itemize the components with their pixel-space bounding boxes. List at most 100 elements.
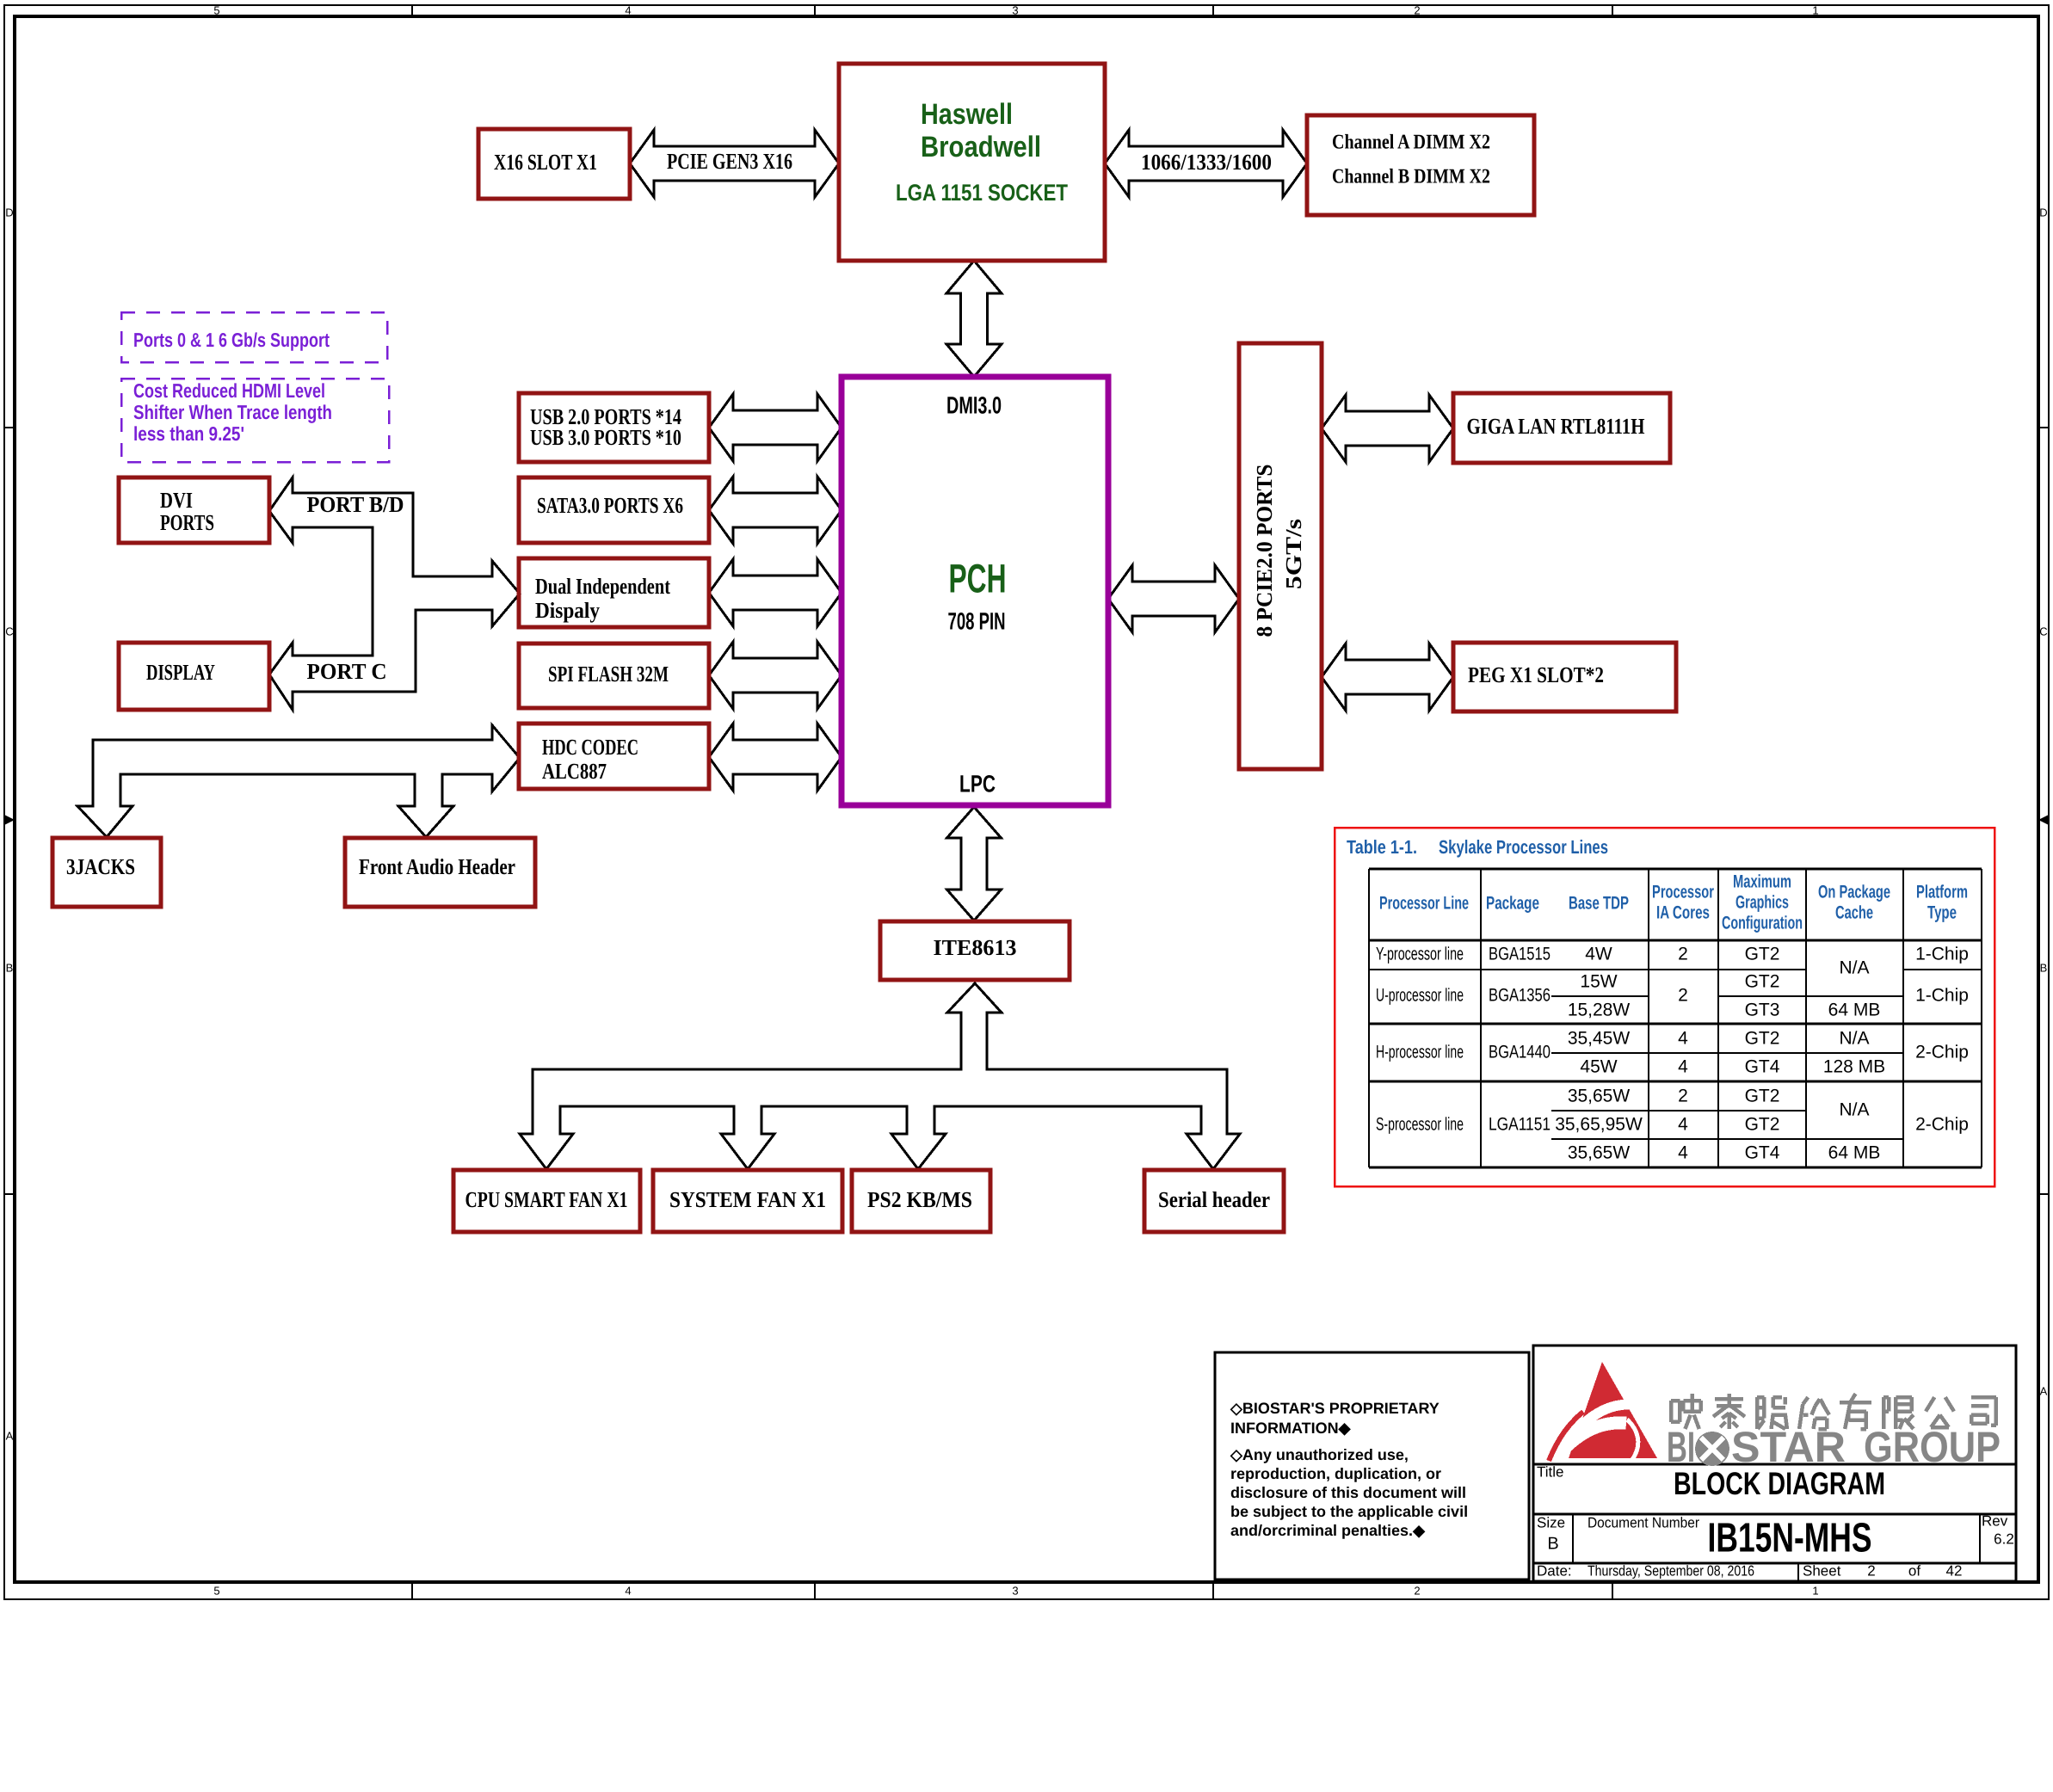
svg-text:PORT C: PORT C [307, 659, 387, 684]
svg-text:1-Chip: 1-Chip [1915, 945, 1969, 964]
svg-text:3: 3 [1012, 3, 1018, 16]
svg-text:be subject to the applicable c: be subject to the applicable civil [1230, 1503, 1468, 1520]
svg-text:N/A: N/A [1839, 1029, 1869, 1049]
svg-text:On Package: On Package [1818, 883, 1890, 902]
svg-text:B: B [1547, 1534, 1558, 1553]
svg-text:GT4: GT4 [1745, 1057, 1780, 1077]
svg-text:SYSTEM FAN X1: SYSTEM FAN X1 [669, 1187, 826, 1212]
svg-text:BGA1356: BGA1356 [1489, 986, 1551, 1006]
svg-text:35,65W: 35,65W [1568, 1087, 1631, 1106]
svg-text:B: B [2040, 961, 2048, 974]
svg-text:PS2 KB/MS: PS2 KB/MS [867, 1187, 972, 1212]
svg-text:Thursday, September 08, 2016: Thursday, September 08, 2016 [1588, 1562, 1754, 1579]
svg-text:708 PIN: 708 PIN [948, 607, 1006, 634]
svg-text:SPI FLASH 32M: SPI FLASH 32M [548, 662, 669, 687]
svg-text:◇BIOSTAR'S PROPRIETARY: ◇BIOSTAR'S PROPRIETARY [1230, 1400, 1440, 1417]
svg-text:BLOCK DIAGRAM: BLOCK DIAGRAM [1674, 1466, 1885, 1501]
svg-text:INFORMATION◆: INFORMATION◆ [1230, 1419, 1352, 1437]
svg-text:Type: Type [1927, 903, 1957, 923]
svg-text:64 MB: 64 MB [1828, 1143, 1881, 1163]
svg-text:DVI: DVI [160, 488, 193, 513]
svg-text:DMI3.0: DMI3.0 [946, 391, 1002, 418]
svg-text:3JACKS: 3JACKS [66, 854, 135, 879]
svg-text:H-processor line: H-processor line [1376, 1043, 1464, 1062]
svg-text:Front Audio Header: Front Audio Header [359, 854, 515, 879]
svg-text:8 PCIE2.0 PORTS: 8 PCIE2.0 PORTS [1252, 465, 1277, 637]
svg-text:2: 2 [1678, 945, 1688, 964]
svg-text:35,65,95W: 35,65,95W [1555, 1115, 1643, 1135]
svg-text:Ports 0 & 1 6 Gb/s Support: Ports 0 & 1 6 Gb/s Support [133, 329, 330, 351]
svg-text:Base TDP: Base TDP [1569, 894, 1629, 914]
svg-text:4W: 4W [1585, 945, 1612, 964]
svg-text:4: 4 [1678, 1029, 1688, 1049]
svg-text:X16 SLOT X1: X16 SLOT X1 [494, 150, 597, 175]
svg-text:1066/1333/1600: 1066/1333/1600 [1141, 150, 1272, 175]
svg-text:Document Number: Document Number [1588, 1514, 1699, 1530]
svg-text:STAR: STAR [1731, 1423, 1846, 1471]
svg-text:Channel B DIMM X2: Channel B DIMM X2 [1332, 166, 1490, 188]
svg-text:1: 1 [1812, 1584, 1818, 1597]
svg-text:GT4: GT4 [1745, 1143, 1780, 1163]
svg-text:◇Any unauthorized use,: ◇Any unauthorized use, [1230, 1446, 1409, 1463]
svg-text:PORT B/D: PORT B/D [307, 492, 404, 517]
svg-text:Processor: Processor [1652, 883, 1714, 902]
svg-text:ITE8613: ITE8613 [934, 935, 1017, 960]
svg-text:2: 2 [1678, 986, 1688, 1006]
svg-text:GT3: GT3 [1745, 1001, 1780, 1020]
svg-text:BGA1440: BGA1440 [1489, 1043, 1551, 1062]
svg-text:35,45W: 35,45W [1568, 1029, 1631, 1049]
svg-text:15W: 15W [1580, 972, 1617, 992]
svg-text:Processor Line: Processor Line [1379, 894, 1469, 914]
svg-text:4: 4 [625, 1584, 631, 1597]
svg-text:C: C [2039, 625, 2047, 637]
svg-text:GT2: GT2 [1745, 972, 1780, 992]
svg-text:and/orcriminal penalties.◆: and/orcriminal penalties.◆ [1230, 1522, 1426, 1539]
svg-text:GIGA LAN RTL8111H: GIGA LAN RTL8111H [1467, 414, 1645, 439]
svg-text:Package: Package [1486, 894, 1539, 914]
svg-text:D: D [5, 206, 13, 219]
svg-text:Serial header: Serial header [1158, 1187, 1270, 1212]
svg-text:4: 4 [1678, 1115, 1688, 1135]
svg-text:Table 1-1.: Table 1-1. [1347, 836, 1417, 858]
svg-text:N/A: N/A [1839, 1100, 1869, 1120]
svg-text:5GT/s: 5GT/s [1281, 519, 1306, 589]
svg-text:128 MB: 128 MB [1823, 1057, 1885, 1077]
svg-text:PORTS: PORTS [160, 510, 214, 535]
svg-text:N/A: N/A [1839, 958, 1869, 978]
svg-text:35,65W: 35,65W [1568, 1143, 1631, 1163]
svg-text:less than 9.25': less than 9.25' [133, 422, 244, 445]
svg-text:BGA1515: BGA1515 [1489, 945, 1551, 964]
svg-text:LPC: LPC [959, 770, 996, 797]
svg-text:4: 4 [625, 3, 631, 16]
svg-text:BI: BI [1667, 1423, 1695, 1471]
svg-text:Channel A DIMM X2: Channel A DIMM X2 [1332, 132, 1490, 154]
svg-text:A: A [2040, 1384, 2048, 1397]
svg-text:Dispaly: Dispaly [535, 598, 600, 623]
svg-text:3: 3 [1012, 1584, 1018, 1597]
svg-text:USB 3.0 PORTS *10: USB 3.0 PORTS *10 [530, 425, 681, 450]
svg-text:GT2: GT2 [1745, 945, 1780, 964]
svg-text:PEG X1 SLOT*2: PEG X1 SLOT*2 [1468, 662, 1604, 687]
svg-text:PCIE GEN3 X16: PCIE GEN3 X16 [667, 149, 792, 174]
svg-text:2: 2 [1867, 1562, 1875, 1579]
svg-text:A: A [6, 1429, 14, 1442]
svg-text:64 MB: 64 MB [1828, 1001, 1881, 1020]
svg-text:Title: Title [1537, 1463, 1564, 1480]
svg-text:SATA3.0 PORTS X6: SATA3.0 PORTS X6 [537, 493, 683, 518]
svg-text:Y-processor line: Y-processor line [1376, 945, 1464, 964]
svg-text:IA Cores: IA Cores [1656, 903, 1710, 923]
svg-text:Maximum: Maximum [1733, 872, 1791, 892]
svg-text:5: 5 [213, 1584, 219, 1597]
svg-text:Graphics: Graphics [1735, 893, 1789, 913]
svg-text:CPU SMART FAN X1: CPU SMART FAN X1 [465, 1187, 628, 1212]
svg-text:D: D [2039, 206, 2047, 219]
svg-text:Size: Size [1537, 1514, 1565, 1530]
svg-text:Dual Independent: Dual Independent [535, 574, 670, 599]
svg-text:Platform: Platform [1916, 883, 1968, 902]
svg-text:4: 4 [1678, 1057, 1688, 1077]
svg-text:Cost Reduced HDMI Level: Cost Reduced HDMI Level [133, 379, 325, 402]
svg-text:6.2: 6.2 [1994, 1530, 2014, 1547]
svg-text:USB 2.0 PORTS *14: USB 2.0 PORTS *14 [530, 404, 681, 429]
svg-text:Cache: Cache [1835, 903, 1873, 923]
svg-text:Shifter When Trace length: Shifter When Trace length [133, 401, 332, 423]
